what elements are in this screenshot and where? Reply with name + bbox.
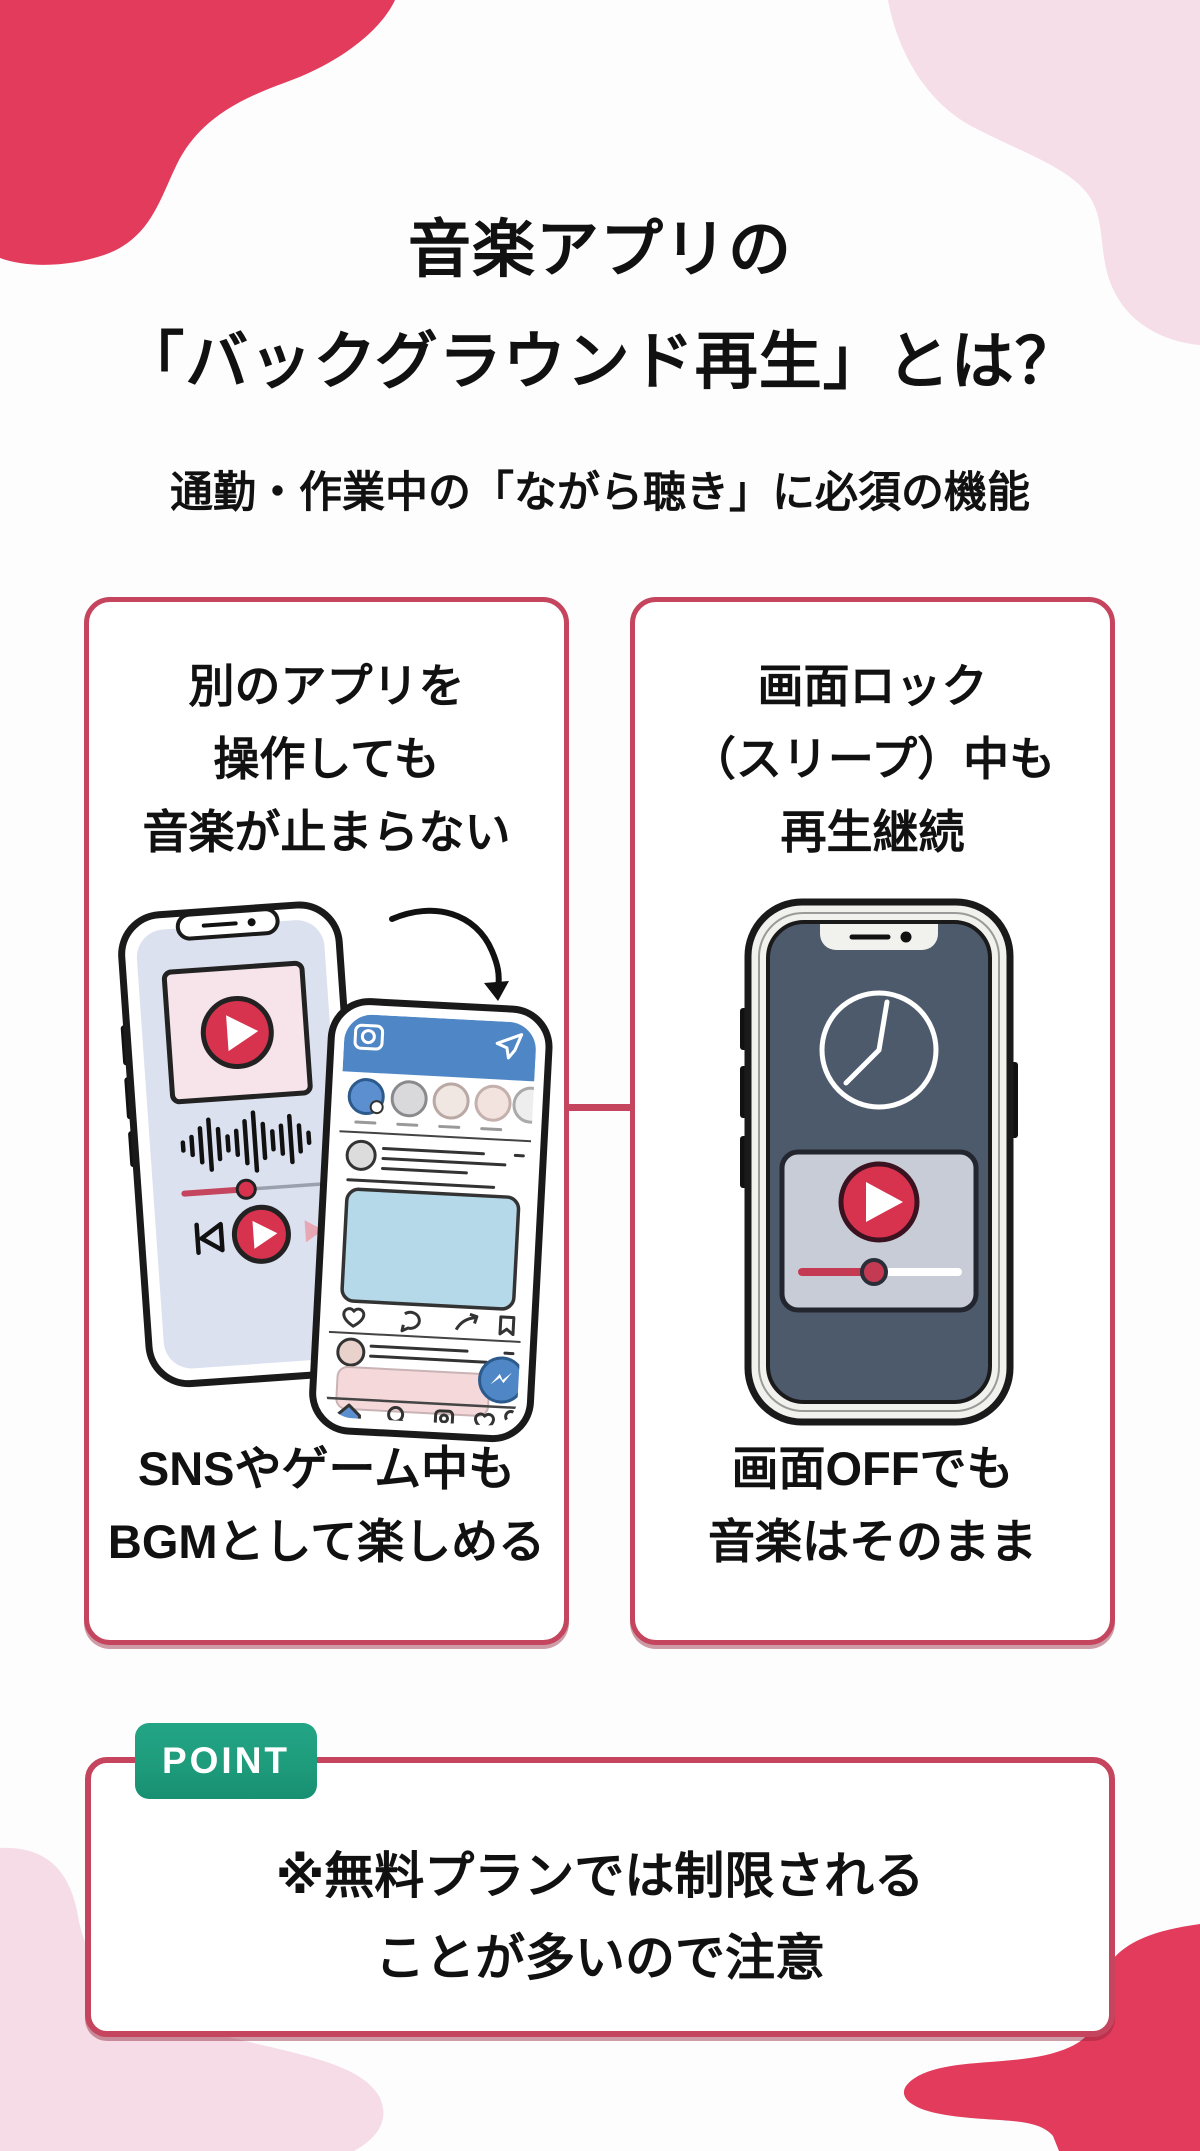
blob-bottom-left <box>0 1847 384 2151</box>
like-icon <box>342 1307 366 1328</box>
blob-bottom-right <box>903 1924 1200 2151</box>
camera-icon <box>353 1023 385 1051</box>
avatar <box>336 1337 366 1367</box>
lockscreen-player-widget <box>779 1149 979 1313</box>
blob-top-left <box>0 0 395 265</box>
point-note-text: ※無料プランでは制限される ことが多いので注意 <box>91 1835 1109 1999</box>
page-title-line2: 「バックグラウンド再生」とは？ <box>121 327 1079 398</box>
post-image <box>340 1187 521 1311</box>
point-note-box: POINT ※無料プランでは制限される ことが多いので注意 <box>85 1723 1115 2037</box>
sns-phone <box>309 998 553 1443</box>
left-card-title: 別のアプリを 操作しても 音楽が止まらない <box>89 650 564 869</box>
left-card-caption-line1: SNSやゲーム中も <box>137 1442 516 1495</box>
point-note-line2: ことが多いので注意 <box>375 1930 825 1986</box>
avatar <box>345 1139 377 1171</box>
left-card-title-line2: 操作しても <box>213 733 440 785</box>
music-and-sns-phones-illustration <box>118 901 553 1443</box>
card-background-playback: 別のアプリを 操作しても 音楽が止まらない <box>84 597 569 1645</box>
left-card-title-line1: 別のアプリを <box>188 660 465 712</box>
sns-post <box>335 1337 526 1417</box>
right-card-title-line1: 画面ロック <box>757 660 988 712</box>
stories-row <box>347 1078 538 1132</box>
right-card-title-line2: （スリープ）中も <box>689 733 1056 785</box>
waveform-icon <box>180 1110 312 1173</box>
left-card-title-line3: 音楽が止まらない <box>142 806 511 858</box>
switch-app-arrow-icon <box>389 907 509 1001</box>
card-connector-line <box>566 1104 634 1111</box>
previous-track-icon <box>199 1221 225 1253</box>
right-card-caption: 画面OFFでも 音楽はそのまま <box>635 1432 1110 1578</box>
right-card-caption-line1: 画面OFFでも <box>731 1442 1014 1495</box>
comment-icon <box>400 1310 421 1333</box>
next-track-icon <box>304 1220 324 1243</box>
save-icon <box>498 1315 516 1337</box>
send-icon <box>495 1033 524 1060</box>
right-card-title: 画面ロック （スリープ）中も 再生継続 <box>635 650 1110 869</box>
page-subtitle: 通勤・作業中の「ながら聴き」に必須の機能 <box>170 469 1030 517</box>
comment-box <box>335 1365 491 1417</box>
page-title: 音楽アプリの 「バックグラウンド再生」とは？ <box>0 194 1200 418</box>
music-controls <box>194 1204 324 1264</box>
music-progress-knob <box>235 1178 257 1200</box>
page-title-line1: 音楽アプリの <box>408 215 792 286</box>
sns-post <box>340 1139 525 1337</box>
card-lock-screen-playback: 画面ロック （スリープ）中も 再生継続 <box>630 597 1115 1645</box>
point-note-line1: ※無料プランでは制限される <box>275 1848 925 1904</box>
locked-phone-illustration <box>740 898 1018 1426</box>
blob-top-right <box>888 0 1200 345</box>
point-badge: POINT <box>135 1723 317 1799</box>
left-card-caption: SNSやゲーム中も BGMとして楽しめる <box>89 1432 564 1578</box>
share-icon <box>454 1312 479 1331</box>
locked-phone <box>740 898 1018 1426</box>
right-card-title-line3: 再生継続 <box>780 806 965 858</box>
sns-header <box>342 1013 538 1082</box>
right-card-caption-line2: 音楽はそのまま <box>708 1515 1037 1568</box>
player-progress-knob <box>860 1258 888 1286</box>
left-card-caption-line2: BGMとして楽しめる <box>107 1515 546 1568</box>
clock-icon <box>819 990 939 1110</box>
